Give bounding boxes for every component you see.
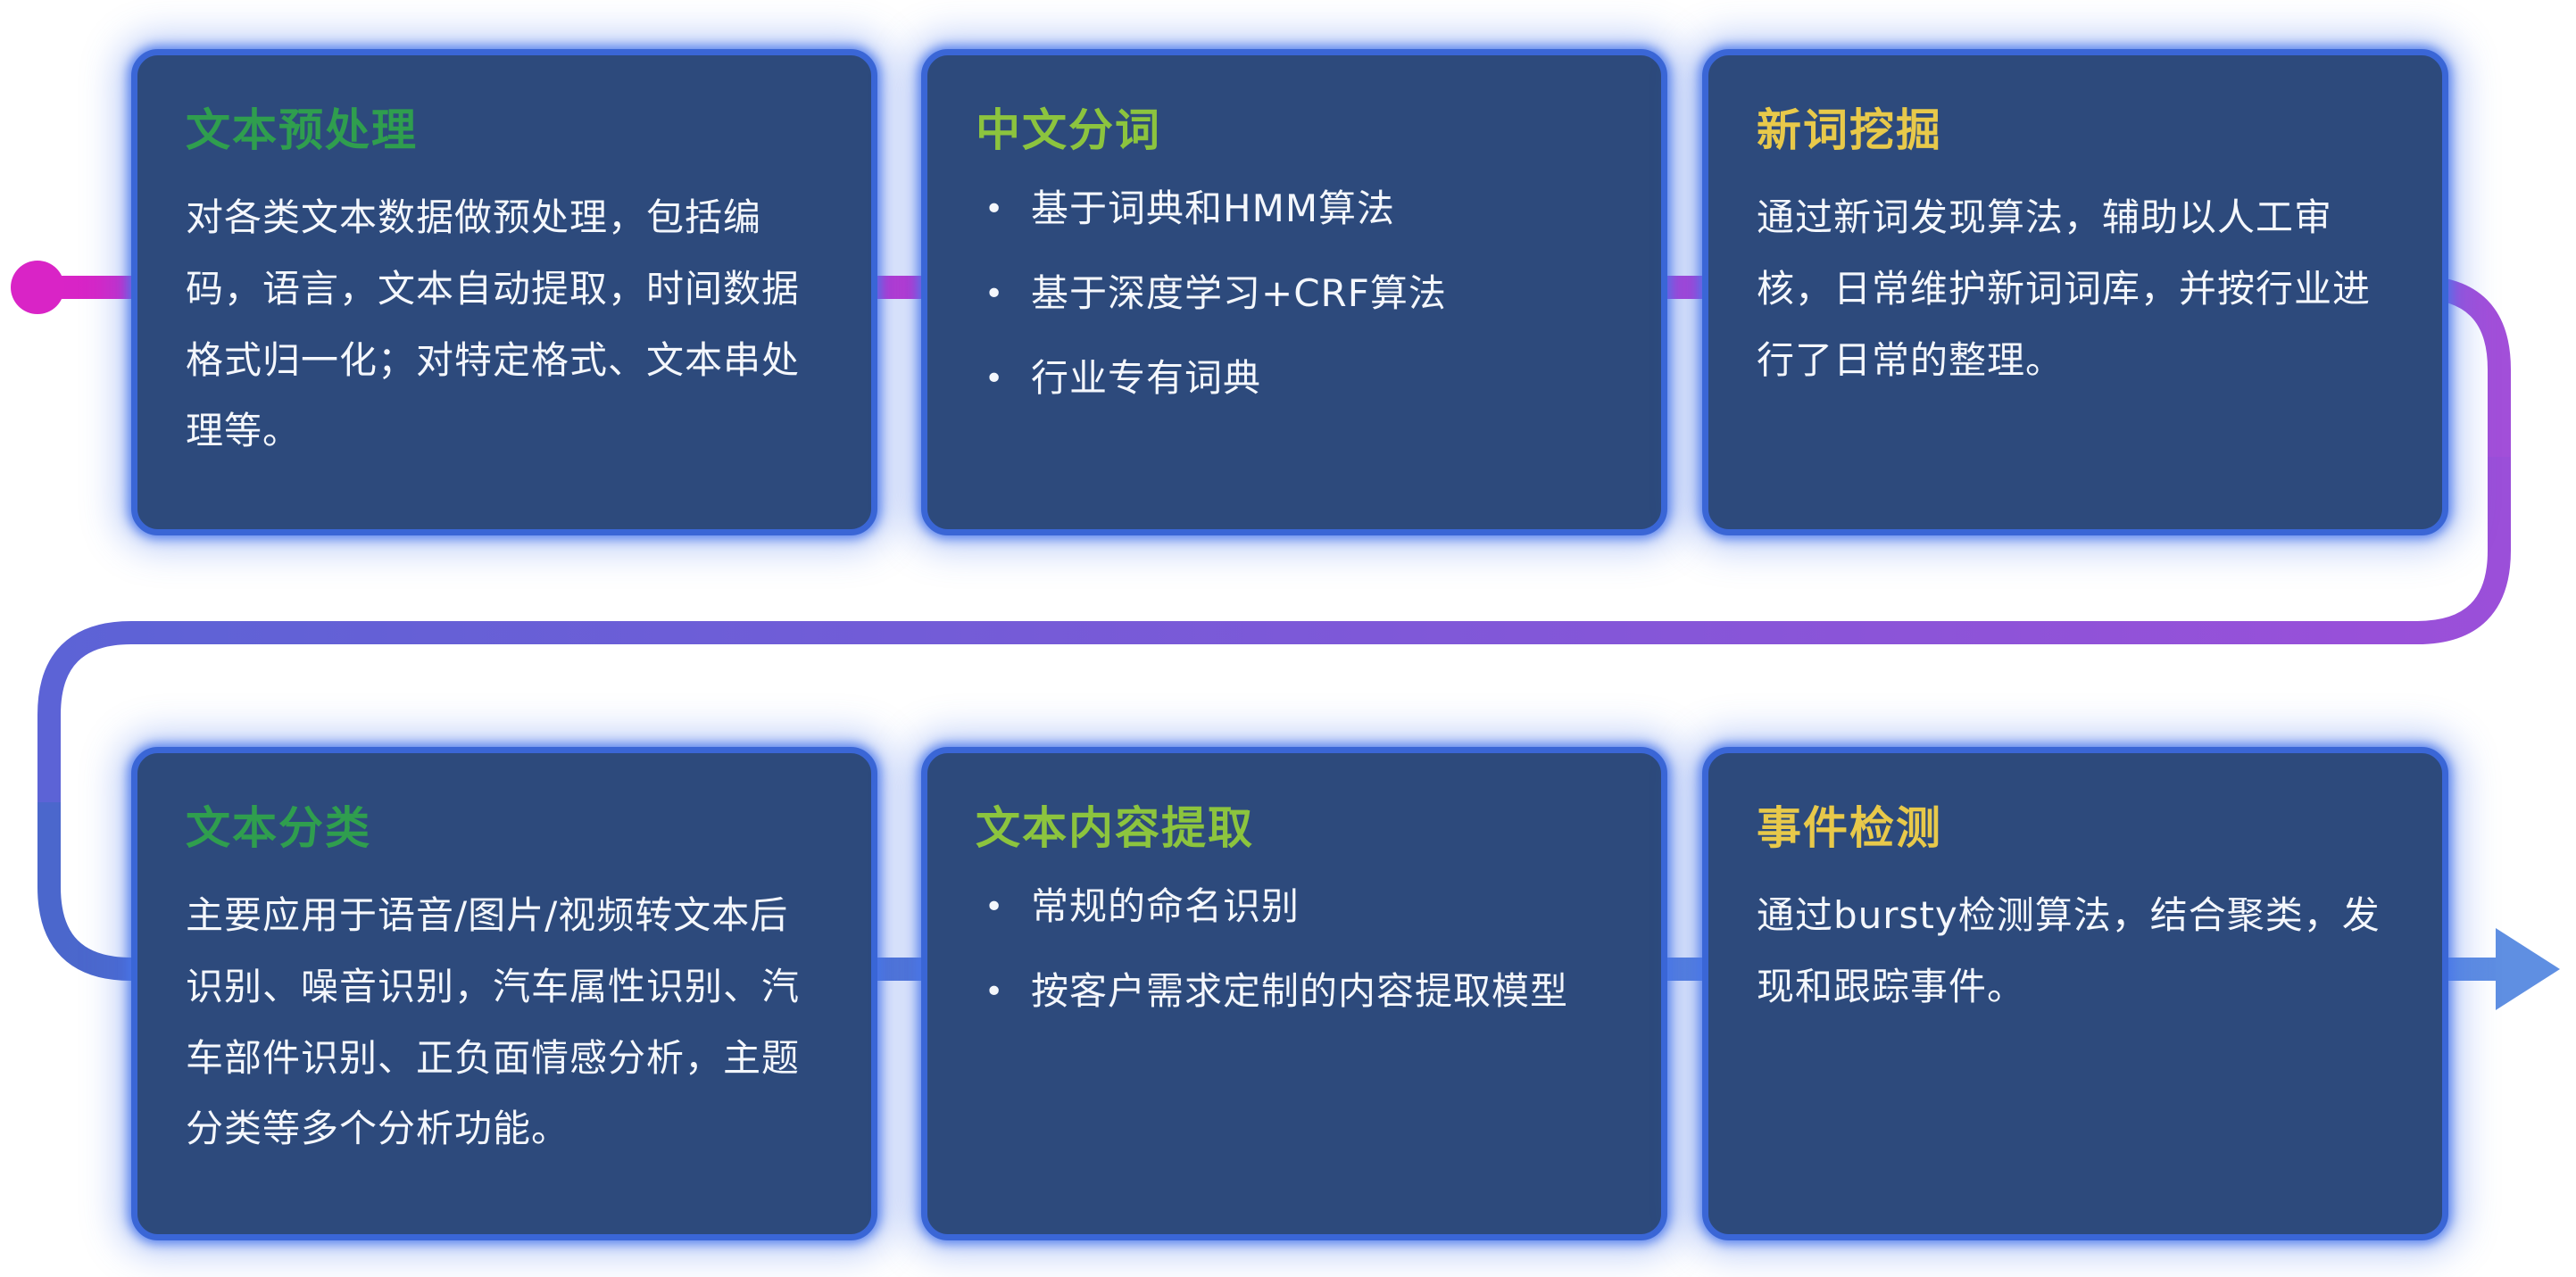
card-body: 通过bursty检测算法，结合聚类，发现和跟踪事件。 bbox=[1757, 893, 2381, 1008]
bullet-text: 基于词典和HMM算法 bbox=[1031, 187, 1396, 230]
card-title: 文本分类 bbox=[186, 802, 371, 854]
bullet-list: • 基于词典和HMM算法 • 基于深度学习+CRF算法 • 行业专有词典 bbox=[976, 182, 1613, 407]
card-text-classification: 文本分类 主要应用于语音/图片/视频转文本后识别、噪音识别，汽车属性识别、汽车部… bbox=[131, 747, 877, 1240]
bullet-text: 常规的命名识别 bbox=[1031, 884, 1300, 928]
bullet-icon: • bbox=[985, 276, 1005, 313]
card-text-content-extraction: 文本内容提取 • 常规的命名识别 • 按客户需求定制的内容提取模型 bbox=[921, 747, 1667, 1240]
bullet-text: 基于深度学习+CRF算法 bbox=[1031, 271, 1447, 316]
card-body: 通过新词发现算法，辅助以人工审核，日常维护新词词库，并按行业进行了日常的整理。 bbox=[1757, 195, 2372, 382]
bullet-icon: • bbox=[985, 889, 1005, 925]
card-title: 文本内容提取 bbox=[976, 802, 1254, 854]
card-title: 新词挖掘 bbox=[1757, 104, 1942, 156]
bullet-item: • 行业专有词典 bbox=[976, 352, 1613, 406]
bullet-text: 行业专有词典 bbox=[1031, 356, 1262, 401]
bullet-icon: • bbox=[985, 974, 1005, 1011]
flow-path-middle bbox=[37, 457, 2511, 808]
bullet-item: • 按客户需求定制的内容提取模型 bbox=[976, 965, 1613, 1019]
bullet-item: • 基于深度学习+CRF算法 bbox=[976, 267, 1613, 321]
bullet-icon: • bbox=[985, 191, 1005, 228]
card-body: 对各类文本数据做预处理，包括编码，语言，文本自动提取，时间数据格式归一化；对特定… bbox=[186, 195, 801, 453]
card-body: 主要应用于语音/图片/视频转文本后识别、噪音识别，汽车属性识别、汽车部件识别、正… bbox=[186, 893, 801, 1151]
flow-start-dot bbox=[11, 261, 64, 314]
card-title: 文本预处理 bbox=[186, 104, 418, 156]
flow-arrow-icon bbox=[2496, 928, 2560, 1010]
card-new-word-mining: 新词挖掘 通过新词发现算法，辅助以人工审核，日常维护新词词库，并按行业进行了日常… bbox=[1702, 49, 2448, 535]
bullet-item: • 常规的命名识别 bbox=[976, 880, 1613, 934]
bullet-text: 按客户需求定制的内容提取模型 bbox=[1031, 969, 1569, 1014]
bullet-list: • 常规的命名识别 • 按客户需求定制的内容提取模型 bbox=[976, 880, 1613, 1019]
flow-path-bottom bbox=[37, 802, 2499, 981]
card-event-detection: 事件检测 通过bursty检测算法，结合聚类，发现和跟踪事件。 bbox=[1702, 747, 2448, 1240]
card-text-preprocessing: 文本预处理 对各类文本数据做预处理，包括编码，语言，文本自动提取，时间数据格式归… bbox=[131, 49, 877, 535]
card-chinese-word-segmentation: 中文分词 • 基于词典和HMM算法 • 基于深度学习+CRF算法 • 行业专有词… bbox=[921, 49, 1667, 535]
bullet-item: • 基于词典和HMM算法 bbox=[976, 182, 1613, 236]
card-title: 中文分词 bbox=[976, 104, 1161, 156]
bullet-icon: • bbox=[985, 361, 1005, 398]
card-title: 事件检测 bbox=[1757, 802, 1942, 854]
